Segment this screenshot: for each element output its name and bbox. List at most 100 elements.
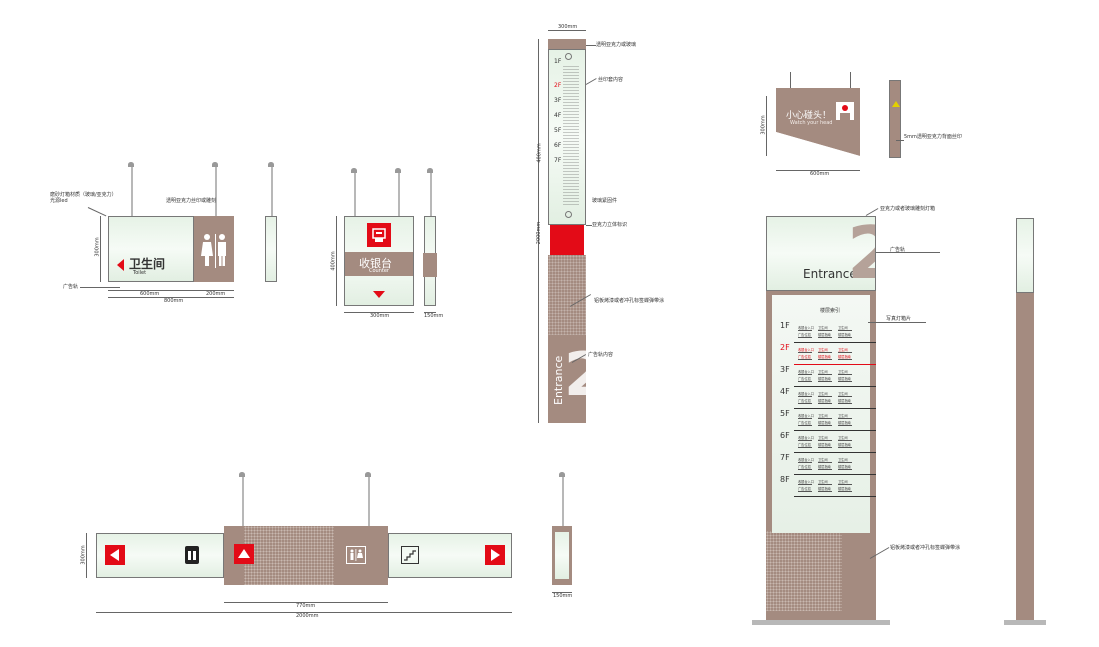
restroom-people-icon — [201, 234, 226, 268]
floor-cell-text: 楼层指南 — [838, 443, 852, 448]
floor-cell-text: 收银台入口 — [798, 326, 814, 331]
floor-label: 6F — [554, 142, 562, 149]
pole — [271, 166, 273, 216]
directory-dim-total: 2000mm — [536, 221, 543, 245]
directory-note-top: 透明亚克力或玻璃 — [596, 42, 637, 48]
pole — [398, 172, 400, 216]
floor-divider — [794, 342, 876, 343]
directory-dim-top: 300mm — [558, 24, 578, 30]
hanging-note-print: 5mm透明亚克力背面丝印 — [904, 134, 962, 140]
floor-label: 1F — [554, 58, 562, 65]
pole — [215, 166, 217, 216]
floor-label: 7F — [780, 453, 790, 462]
floor-cells: 收银台入口广告位招卫生间楼层指南卫生间楼层指南 — [798, 369, 852, 383]
dimension-line — [766, 96, 767, 156]
floor-cell: 卫生间楼层指南 — [838, 457, 852, 471]
pole — [430, 172, 432, 216]
toilet-note-rail: 广告轨 — [63, 284, 79, 290]
totem-floor-row: 3F 收银台入口广告位招卫生间楼层指南卫生间楼层指南 — [780, 365, 870, 389]
floor-cell: 卫生间楼层指南 — [818, 369, 832, 383]
floor-label: 5F — [554, 127, 562, 134]
floor-cell: 卫生间楼层指南 — [838, 391, 852, 405]
floor-cell-text: 卫生间 — [838, 413, 852, 419]
counter-title-band: 收银台 Counter — [345, 252, 413, 276]
dimension-line — [108, 290, 194, 291]
floor-cell-text: 收银台入口 — [798, 414, 814, 419]
floor-label-highlight: 2F — [554, 82, 562, 89]
hanging-dim-width: 600mm — [810, 171, 830, 177]
floor-cell-text: 卫生间 — [818, 369, 832, 375]
floor-cell: 收银台入口广告位招 — [798, 457, 814, 471]
pole — [354, 172, 356, 216]
hanging-sign-shape — [776, 96, 860, 156]
directory-entrance-num: 2 — [564, 340, 586, 410]
floor-cells: 收银台入口广告位招卫生间楼层指南卫生间楼层指南 — [798, 391, 852, 405]
leader-line — [586, 45, 596, 46]
totem-note-bottom: 铝板烤漆或者冲孔标签蝶弹带涂 — [890, 545, 961, 551]
floor-cell-text: 楼层指南 — [838, 487, 852, 492]
floor-cell-text: 卫生间 — [838, 457, 852, 463]
floor-cell-text: 楼层指南 — [818, 465, 832, 470]
floor-label: 3F — [780, 365, 790, 374]
leader-line — [585, 78, 597, 85]
floor-cell-text: 楼层指南 — [818, 487, 832, 492]
floor-cell-text: 卫生间 — [818, 347, 832, 353]
floor-cell-text: 收银台入口 — [798, 436, 814, 441]
toilet-title-cn: 卫生间 — [129, 257, 166, 271]
hanging-sign-cap — [776, 88, 860, 96]
floor-cell-text: 楼层指南 — [838, 333, 852, 338]
floor-label: 4F — [780, 387, 790, 396]
floor-cell-text: 卫生间 — [838, 391, 852, 397]
floor-cell-text: 收银台入口 — [798, 370, 814, 375]
elevator-icon — [185, 546, 199, 564]
floor-cell-text: 广告位招 — [798, 443, 812, 448]
floor-cell-text: 广告位招 — [798, 333, 812, 338]
totem-heading: 楼层索引 — [820, 308, 841, 314]
directory-brown-base: Entrance 2 — [548, 255, 586, 423]
floor-cells: 收银台入口广告位招卫生间楼层指南卫生间楼层指南 — [798, 325, 852, 339]
floor-cell-text: 卫生间 — [818, 435, 832, 441]
floor-cell-text: 楼层指南 — [818, 421, 832, 426]
floor-cell-text: 楼层指南 — [818, 443, 832, 448]
floor-label: 6F — [780, 431, 790, 440]
floor-cell-text: 楼层指南 — [818, 355, 832, 360]
directory-red-block — [550, 225, 584, 255]
directory-note-2f: 丝印套内容 — [598, 77, 624, 83]
floor-text-lines — [563, 66, 579, 206]
floor-cell-text: 卫生间 — [838, 347, 852, 353]
floor-cell-text: 卫生间 — [818, 413, 832, 419]
left-arrow-icon — [117, 259, 124, 271]
floor-cell: 收银台入口广告位招 — [798, 347, 814, 361]
pole-cap — [559, 472, 565, 477]
floor-cell: 卫生间楼层指南 — [818, 391, 832, 405]
floor-cell: 卫生间楼层指南 — [838, 369, 852, 383]
dimension-line — [538, 39, 539, 423]
right-arrow-icon — [485, 545, 505, 565]
hanging-side-view — [889, 80, 901, 158]
toilet-note-print: 透明亚克力丝印或雕刻 — [166, 198, 217, 204]
directory-note-clip: 玻璃紧固件 — [592, 198, 618, 204]
floor-cell-text: 收银台入口 — [798, 392, 814, 397]
floor-cell-text: 楼层指南 — [838, 355, 852, 360]
banner-side-glass — [555, 532, 569, 579]
pole-cap — [351, 168, 357, 173]
directory-note-rail: 广告轨内容 — [588, 352, 614, 358]
floor-cell: 收银台入口广告位招 — [798, 413, 814, 427]
banner-dim-total: 2000mm — [296, 613, 319, 619]
floor-divider — [794, 474, 876, 475]
dimension-line — [86, 533, 87, 578]
pole — [368, 476, 370, 526]
dimension-line — [194, 290, 234, 291]
pole-cap — [128, 162, 134, 167]
toilet-dim-side: 200mm — [206, 291, 226, 297]
counter-title-cn: 收银台 — [359, 257, 392, 270]
toilet-dim-height: 300mm — [94, 237, 101, 257]
floor-cell: 卫生间楼层指南 — [818, 325, 832, 339]
totem-side-top — [1016, 218, 1034, 293]
warning-triangle-icon — [892, 101, 900, 107]
